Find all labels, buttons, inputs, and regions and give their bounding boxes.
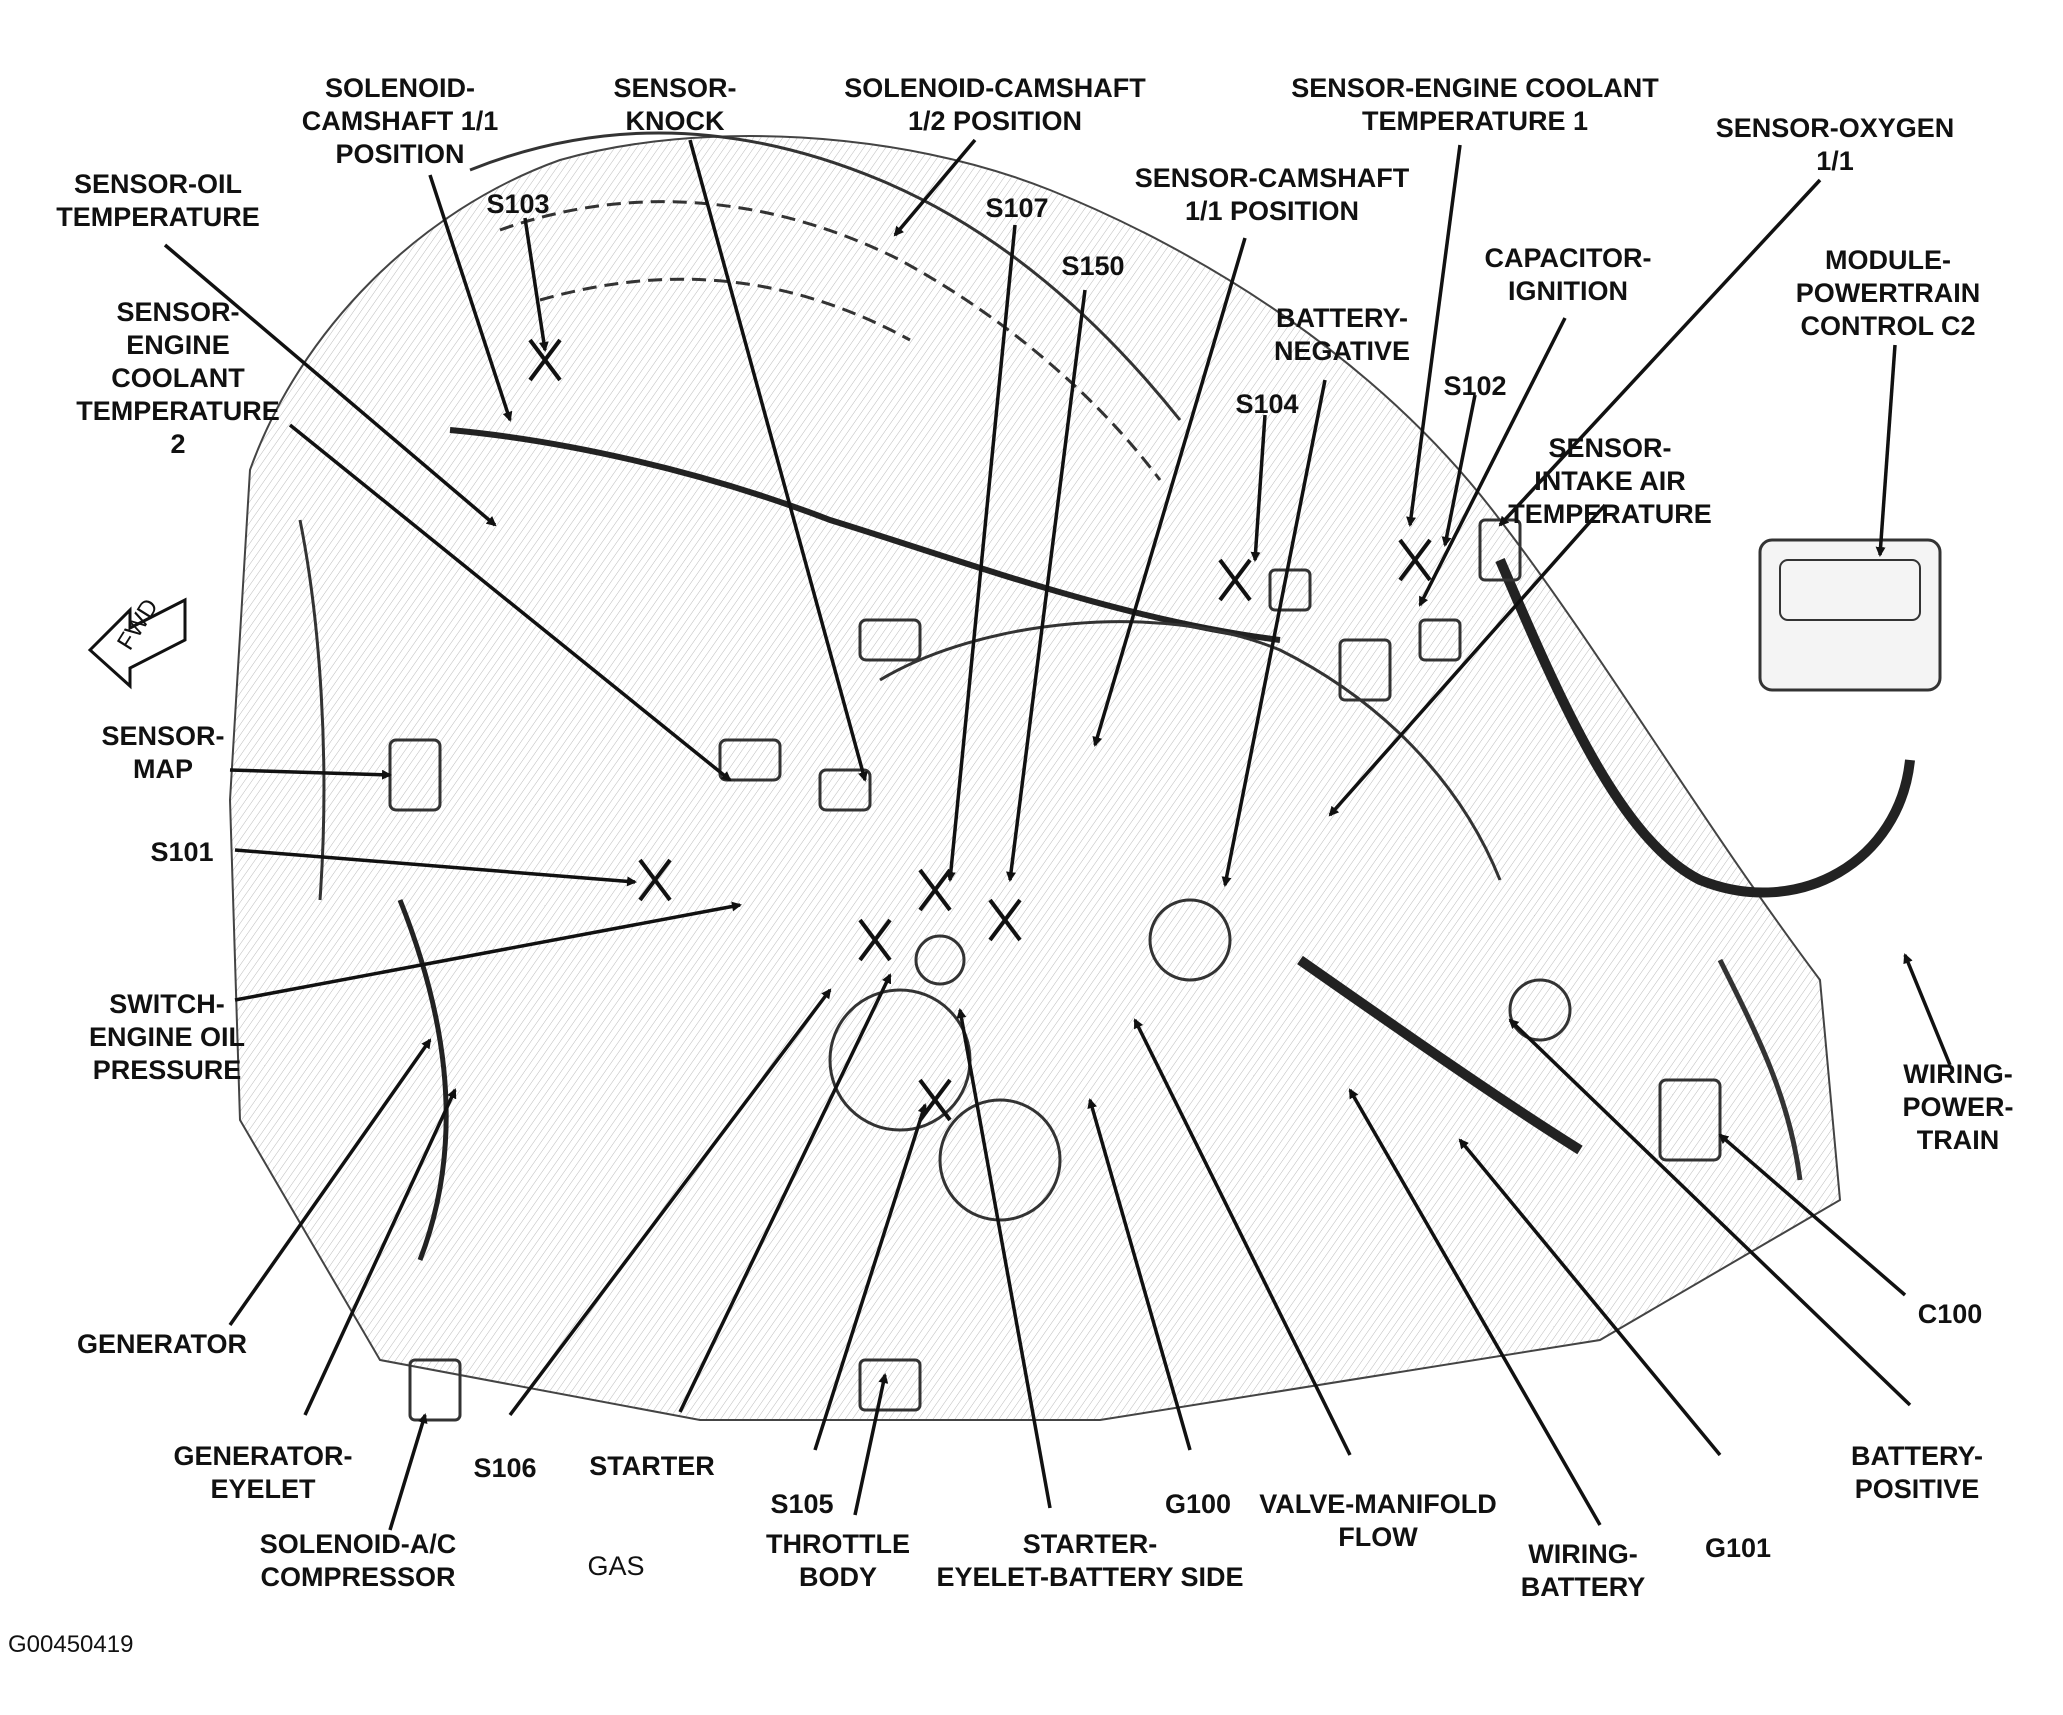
label-sensor-map: SENSOR- MAP [101, 721, 225, 784]
label-battery-negative: BATTERY- NEGATIVE [1273, 303, 1411, 366]
label-sensor-engine-coolant-temp-2: SENSOR- ENGINE COOLANT TEMPERATURE 2 [76, 297, 280, 459]
splice-markers [528, 338, 1432, 1122]
label-generator: GENERATOR [76, 1329, 248, 1359]
label-s103: S103 [486, 189, 550, 219]
label-sensor-oxygen-11: SENSOR-OXYGEN 1/1 [1715, 113, 1955, 176]
label-sensor-camshaft-11-position: SENSOR-CAMSHAFT 1/1 POSITION [1134, 163, 1410, 226]
label-capacitor-ignition: CAPACITOR- IGNITION [1484, 243, 1652, 306]
label-g100: G100 [1164, 1489, 1232, 1519]
label-switch-engine-oil-pressure: SWITCH- ENGINE OIL PRESSURE [88, 989, 246, 1085]
label-wiring-powertrain: WIRING- POWER- TRAIN [1902, 1059, 2014, 1155]
label-s107: S107 [985, 193, 1049, 223]
label-battery-positive: BATTERY- POSITIVE [1851, 1441, 1983, 1504]
label-solenoid-ac-compressor: SOLENOID-A/C COMPRESSOR [259, 1529, 457, 1592]
label-s106: S106 [473, 1453, 537, 1483]
label-valve-manifold-flow: VALVE-MANIFOLD FLOW [1259, 1489, 1497, 1552]
engine-block [228, 131, 1942, 1422]
fwd-arrow-icon [87, 597, 187, 690]
label-starter: STARTER [589, 1451, 715, 1481]
label-generator-eyelet: GENERATOR- EYELET [173, 1441, 353, 1504]
label-sensor-knock: SENSOR- KNOCK [613, 73, 737, 136]
leader-lines [163, 138, 1952, 1531]
label-s150: S150 [1061, 251, 1125, 281]
label-throttle-body: THROTTLE BODY [766, 1529, 910, 1592]
label-solenoid-camshaft-11-position: SOLENOID- CAMSHAFT 1/1 POSITION [301, 73, 499, 169]
label-s101: S101 [150, 837, 214, 867]
label-sensor-intake-air-temperature: SENSOR- INTAKE AIR TEMPERATURE [1508, 433, 1712, 529]
figure-id: G00450419 [8, 1631, 134, 1658]
label-s102: S102 [1443, 371, 1507, 401]
fuel-note: GAS [587, 1551, 645, 1581]
label-c100: C100 [1917, 1299, 1983, 1329]
label-wiring-battery: WIRING- BATTERY [1520, 1539, 1646, 1602]
label-g101: G101 [1704, 1533, 1772, 1563]
label-sensor-engine-coolant-temp-1: SENSOR-ENGINE COOLANT TEMPERATURE 1 [1291, 73, 1659, 136]
label-starter-eyelet-battery-side: STARTER- EYELET-BATTERY SIDE [936, 1529, 1244, 1592]
label-s104: S104 [1235, 389, 1299, 419]
label-sensor-oil-temperature: SENSOR-OIL TEMPERATURE [56, 169, 260, 232]
label-solenoid-camshaft-12-position: SOLENOID-CAMSHAFT 1/2 POSITION [844, 73, 1146, 136]
label-module-powertrain-control-c2: MODULE- POWERTRAIN CONTROL C2 [1795, 245, 1981, 341]
label-s105: S105 [770, 1489, 834, 1519]
